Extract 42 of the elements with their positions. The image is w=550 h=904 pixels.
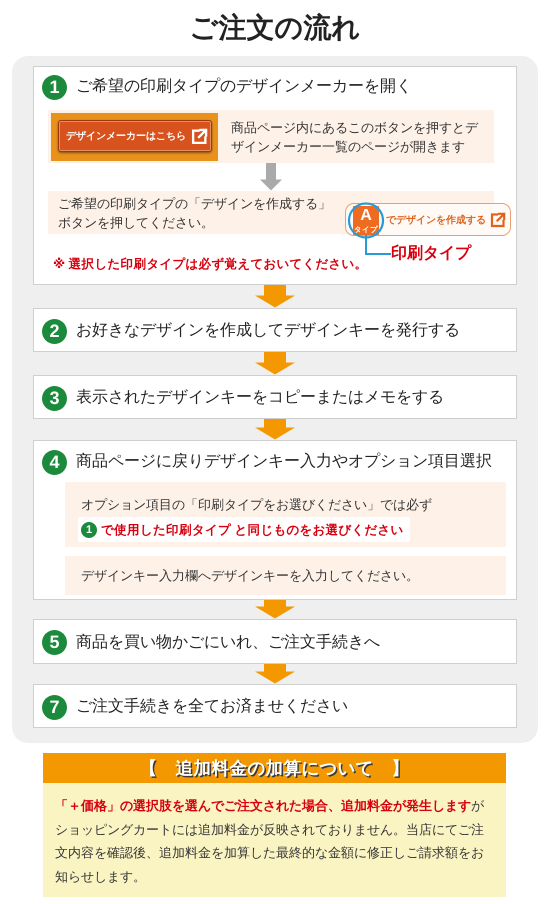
step-title: ご希望の印刷タイプのデザインメーカーを開く [76,76,412,97]
body-text: デザインキー入力欄へデザインキーを入力してください。 [81,567,419,585]
arrow [255,419,295,440]
arrow [255,664,295,684]
step-box [33,684,517,728]
link-button: デザインメーカーはこちら [58,120,212,152]
step-title: ご注文手続きを全てお済ませください [76,696,348,717]
type-badge [353,206,379,235]
step-box [33,375,517,419]
arrow [255,352,295,374]
number-badge: 7 [42,694,67,720]
step-box [33,619,517,664]
body-text: 商品ページ内にあるこのボタンを押すとデザインメーカー一覧のページが開きます [231,118,480,156]
warning-note: ※ 選択した印刷タイプは必ず覚えておいてください。 [53,256,368,273]
arrow [255,600,295,618]
warning-text: で使用した印刷タイプ と同じものをお選びください [101,522,404,538]
notice-box [43,753,506,897]
type-letter: A [360,207,372,224]
number-badge: 5 [42,630,67,655]
number-badge: 1 [42,74,67,100]
title: ご注文の流れ [190,11,360,45]
step-box [33,440,517,600]
leader-line [365,235,391,255]
number-badge: 4 [42,450,67,474]
note-text: オプション項目の「印刷タイプをお選びください」では必ず [81,496,432,514]
number-badge: 1 [81,522,97,538]
notice-text: 「＋価格」の選択肢を選んでご注文された場合、追加料金が発生しますがショッピングカートには追加料金が反映されておりません。当店にてご注文内容を確認後、追加料金を加算した最終的な金額に修正しご請求額をお知らせします。 [55,797,485,886]
number-badge: 3 [42,386,67,410]
arrow [255,285,295,308]
info-band [48,110,494,163]
info-band [65,482,506,547]
arrow [260,163,282,190]
step-title: 商品を買い物かごにいれ、ご注文手続きへ [76,632,380,652]
number-badge: 2 [42,318,67,344]
step-title: お好きなデザインを作成してデザインキーを発行する [76,320,460,341]
callout-label: 印刷タイプ [391,244,471,264]
step-box [33,308,517,352]
notice-header: 【 追加料金の加算について 】 [43,753,506,783]
step-title: 商品ページに戻りデザインキー入力やオプション項目選択 [76,452,492,472]
body-text: ご希望の印刷タイプの「デザインを作成する」ボタンを押してください。 [58,195,332,232]
step-box [33,66,517,285]
step-title: 表示されたデザインキーをコピーまたはメモをする [76,388,444,408]
